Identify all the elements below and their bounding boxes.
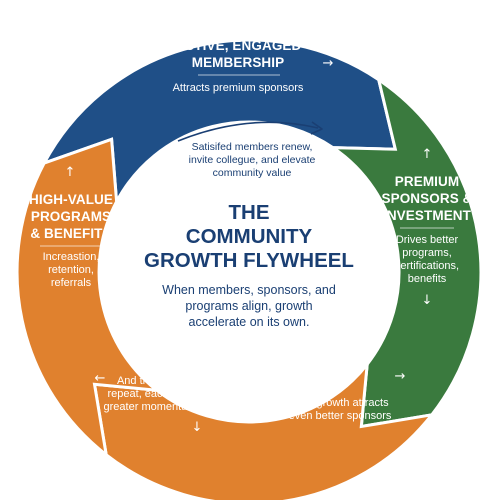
segment-right-title-line-2: SPONSORS & [381,191,472,206]
segment-top-text: Attracts premium sponsors [173,82,304,94]
segment-top-membership: ACTIVE, ENGAGED MEMBERSHIP Attracts prem… [173,38,334,94]
segment-right-title-line-1: PREMIUM [395,174,459,189]
segment-left-title-line-1: HIGH-VALUE [29,192,113,207]
segment-bottom-left-text-line-1: And the cycle [117,375,183,387]
segment-right-text-line-2: programs, [402,247,452,259]
segment-right-text-line-4: benefits [408,273,447,285]
flywheel-ring [15,38,483,500]
arrow-left-icon: ← [95,371,106,386]
segment-right-text-line-1: Drives better [396,234,459,246]
center-text-line-3: accelerate on its own. [189,315,310,329]
segment-bottom-right-text-line-1: That growth attracts [291,397,389,409]
segment-top-title-line-1: ACTIVE, ENGAGED [175,38,302,53]
arrow-down-icon: ↓ [192,420,203,435]
center-title-line-2: COMMUNITY [186,225,313,248]
inner-note-line-1: Satisifed members renew, [192,141,313,153]
center-title-line-3: GROWTH FLYWHEEL [144,249,354,272]
arrow-down-icon: ↓ [422,293,433,308]
segment-left-programs: ↑ HIGH-VALUE PROGRAMS & BENEFITS Increas… [29,165,113,289]
segment-right-title-line-3: INVESTMENT [383,208,472,223]
segment-left-title-line-3: & BENEFITS [30,226,111,241]
center-text-line-1: When members, sponsors, and [162,283,336,297]
segment-bottom-left-text-line-2: repeat, each time [108,388,193,400]
arrow-up-icon: ↑ [422,147,433,162]
curved-arrow-icon [177,121,319,142]
segment-right-sponsors: ↑ PREMIUM SPONSORS & INVESTMENT Drives b… [381,147,472,308]
arrowhead-icon [310,121,323,135]
segment-bottom-right-text-line-2: even better sponsors [289,410,392,422]
segment-left-text-line-2: retention, [48,264,94,276]
center-title-line-1: THE [229,201,270,224]
segment-bottom-right-growth: → That growth attracts even better spons… [289,369,406,422]
inner-note-line-2: invite collegue, and elevate [189,154,316,166]
inner-note-line-3: community value [213,167,292,179]
center-block: THE COMMUNITY GROWTH FLYWHEEL When membe… [144,201,354,329]
segment-bottom-left-cycle: ← And the cycle repeat, each time greate… [95,371,203,435]
segment-left-text-line-3: referrals [51,277,92,289]
arrow-right-icon: → [323,56,334,71]
center-text-line-2: programs align, growth [185,299,312,313]
ring-segment-orange-upper [15,137,162,459]
segment-bottom-left-text-line-3: greater momentum [104,401,197,413]
segment-left-text-line-1: Increastion, [43,251,100,263]
arrow-up-icon: ↑ [65,165,76,180]
segment-right-text-line-3: certifications, [395,260,459,272]
segment-top-title-line-2: MEMBERSHIP [192,55,285,70]
arrow-right-icon: → [395,369,406,384]
inner-note: Satisifed members renew, invite collegue… [177,121,323,179]
segment-left-title-line-2: PROGRAMS [31,209,111,224]
